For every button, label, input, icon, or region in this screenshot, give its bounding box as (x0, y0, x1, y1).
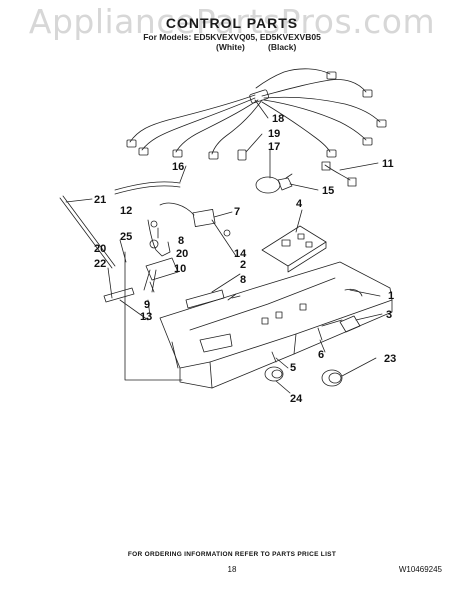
callout-24: 24 (290, 393, 303, 405)
part-1-housing (159, 261, 393, 389)
callout-25: 25 (120, 231, 132, 243)
callout-23: 23 (384, 353, 396, 365)
models-line: For Models: ED5KVEXVQ05, ED5KVEXVB05 (143, 32, 321, 42)
callout-2: 2 (240, 259, 246, 271)
callout-16: 16 (172, 161, 184, 173)
callout-19: 19 (268, 128, 280, 140)
part-16-tube (114, 181, 181, 191)
callout-7: 7 (234, 206, 240, 218)
variant-white: (White) (216, 42, 245, 52)
callout-8a: 8 (178, 235, 184, 247)
callout-9: 9 (144, 299, 150, 311)
callout-4: 4 (296, 198, 303, 210)
callout-20a: 20 (176, 248, 188, 260)
callout-8b: 8 (240, 274, 246, 286)
part-22-rod-link (103, 267, 135, 303)
callout-11: 11 (382, 158, 394, 170)
callout-20b: 20 (94, 243, 106, 255)
callout-22: 22 (94, 258, 106, 270)
page-number: 18 (227, 565, 237, 574)
variant-black: (Black) (268, 42, 297, 52)
part-21-rod (59, 197, 113, 269)
callout-10: 10 (174, 263, 186, 275)
callout-5: 5 (290, 362, 296, 374)
callout-17: 17 (268, 141, 280, 153)
document-number: W10469245 (398, 565, 442, 574)
part-23-knob (321, 369, 343, 387)
knob-assembly (143, 219, 179, 293)
part-2-bracket (185, 289, 225, 309)
part-7-control (159, 202, 231, 237)
callout-6: 6 (318, 349, 324, 361)
part-17-lamp (255, 173, 293, 194)
callout-21: 21 (94, 194, 106, 206)
part-4-board (261, 225, 327, 273)
callout-3: 3 (386, 309, 392, 321)
part-6-screw (317, 327, 323, 341)
wire-harness (126, 68, 387, 160)
callout-12: 12 (120, 205, 132, 217)
callout-13: 13 (140, 311, 152, 323)
part-14-screw (227, 293, 237, 301)
callout-18: 18 (272, 113, 284, 125)
callout-1: 1 (388, 290, 394, 302)
part-5-screw (271, 351, 277, 363)
part-3-switch (321, 315, 361, 333)
part-11-connector (321, 161, 357, 187)
part-19-clip (237, 149, 247, 161)
callout-15: 15 (322, 185, 334, 197)
ordering-note: FOR ORDERING INFORMATION REFER TO PARTS … (127, 551, 337, 558)
watermark: AppliancePartsPros.com (28, 2, 436, 41)
page-title: CONTROL PARTS (165, 15, 299, 31)
callout-14: 14 (234, 248, 247, 260)
part-24-knob (264, 366, 284, 382)
